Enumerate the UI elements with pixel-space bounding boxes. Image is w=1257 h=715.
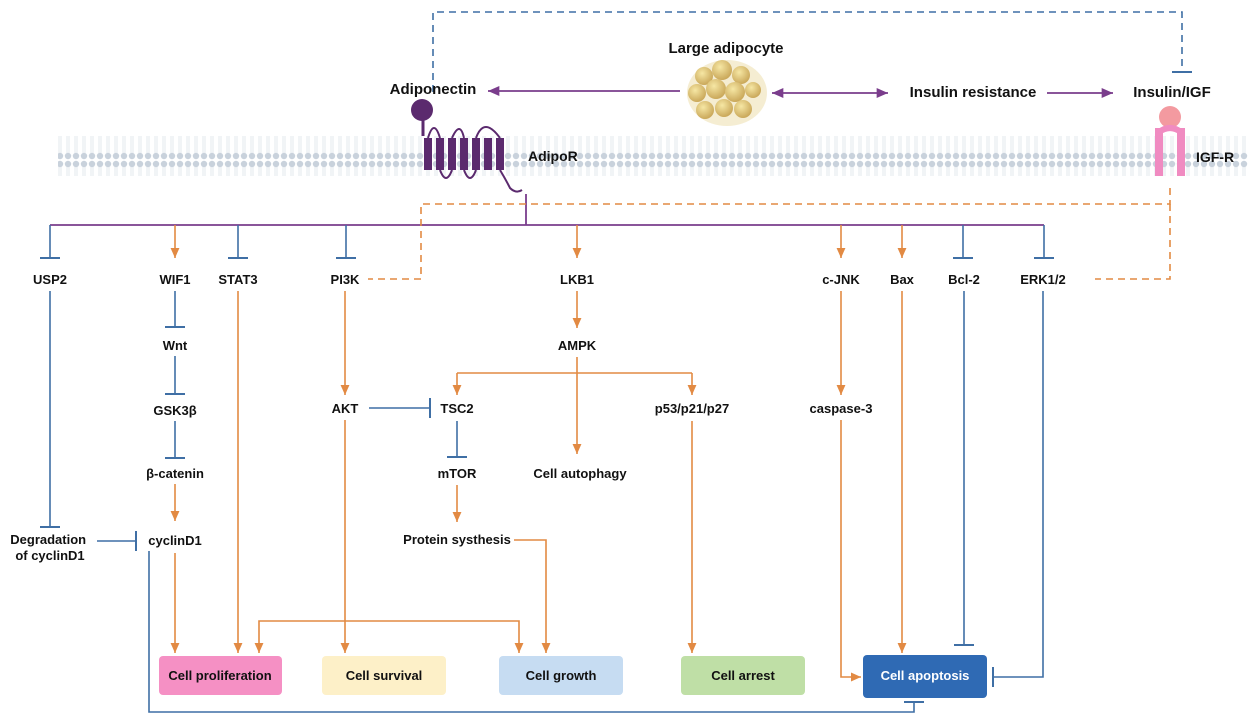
edge-caspase3-apoptosis (840, 420, 861, 682)
tsc2-mtor-edges (447, 421, 551, 653)
outcome-cell-arrest: Cell arrest (681, 656, 805, 695)
ampk-node: AMPK (558, 338, 597, 353)
insulin-igf-label: Insulin/IGF (1133, 84, 1211, 101)
edge-cyclind1-apoptosis (148, 551, 924, 713)
adipor-receptor-icon (411, 99, 523, 193)
usp2-node: USP2 (33, 272, 67, 287)
cell-membrane (58, 136, 1248, 176)
wif1-node: WIF1 (159, 272, 190, 287)
mtor-node: mTOR (438, 466, 477, 481)
adiponectin-label: Adiponectin (390, 81, 477, 98)
outcome-cell-proliferation: Cell proliferation (159, 656, 282, 695)
beta-catenin-node: β-catenin (146, 466, 204, 481)
feedback-inhibition-line (432, 11, 1192, 92)
lkb1-node: LKB1 (560, 272, 594, 287)
outcome-cell-growth: Cell growth (499, 656, 623, 695)
svg-text:Cell proliferation: Cell proliferation (168, 668, 271, 683)
svg-text:Cell arrest: Cell arrest (711, 668, 775, 683)
edge-erk-apoptosis (992, 291, 1044, 687)
pi3k-node: PI3K (331, 272, 361, 287)
bus-drops (40, 225, 1054, 259)
large-adipocyte-label: Large adipocyte (668, 40, 783, 57)
large-adipocyte-icon (687, 60, 767, 126)
degradation-of-cyclind1-node: Degradation of cyclinD1 (10, 532, 89, 563)
svg-text:Cell apoptosis: Cell apoptosis (881, 668, 970, 683)
wnt-chain-edges (165, 291, 185, 521)
bax-node: Bax (890, 272, 915, 287)
tsc2-node: TSC2 (440, 401, 473, 416)
cell-autophagy-node: Cell autophagy (533, 466, 627, 481)
edge-bcl2-apoptosis (954, 291, 974, 646)
svg-text:Cell survival: Cell survival (346, 668, 423, 683)
wnt-node: Wnt (163, 338, 188, 353)
usp2-edges (40, 291, 137, 551)
adipor-signaling-bus (50, 194, 1044, 226)
stat3-node: STAT3 (218, 272, 257, 287)
c-jnk-node: c-JNK (822, 272, 860, 287)
adipor-label: AdipoR (528, 148, 578, 164)
outcome-cell-survival: Cell survival (322, 656, 446, 695)
igf-receptor-icon (1155, 106, 1185, 176)
edge-proliferation-growth (254, 620, 524, 653)
ampk-branch-edges (452, 357, 697, 454)
igf-r-activation-dashed (368, 188, 1171, 280)
erk-node: ERK1/2 (1020, 272, 1066, 287)
akt-node: AKT (332, 401, 359, 416)
p53-p21-p27-node: p53/p21/p27 (655, 401, 729, 416)
igf-r-label: IGF-R (1196, 149, 1234, 165)
caspase-3-node: caspase-3 (810, 401, 873, 416)
gsk3b-node: GSK3β (153, 403, 196, 418)
insulin-resistance-label: Insulin resistance (910, 84, 1037, 101)
edge-akt-tsc2 (369, 398, 431, 418)
outcome-cell-apoptosis: Cell apoptosis (863, 655, 987, 698)
bcl-2-node: Bcl-2 (948, 272, 980, 287)
protein-synthesis-node: Protein systhesis (403, 532, 511, 547)
cyclind1-node: cyclinD1 (148, 533, 201, 548)
svg-text:Cell growth: Cell growth (526, 668, 597, 683)
